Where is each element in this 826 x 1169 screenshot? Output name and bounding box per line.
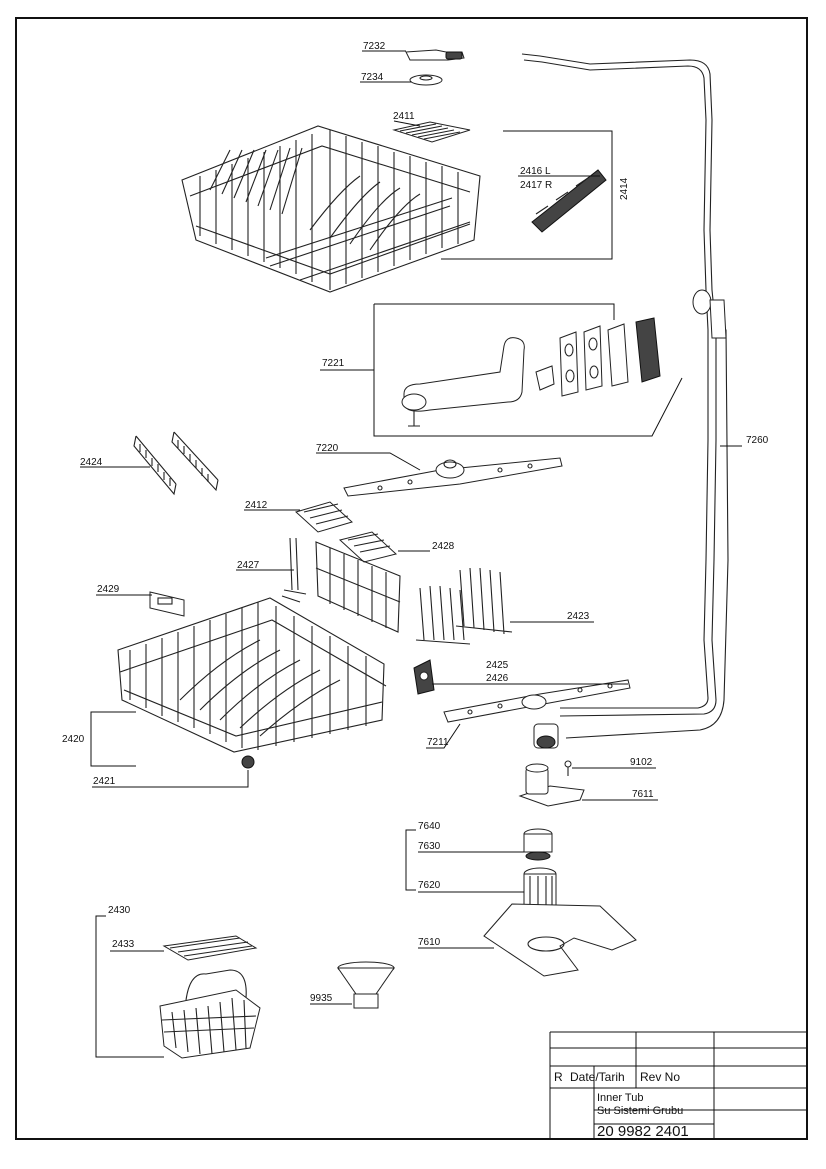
title-block-drawing-number: 20 9982 2401 (597, 1123, 689, 1140)
label-7221: 7221 (322, 358, 345, 369)
label-2433: 2433 (112, 939, 135, 950)
label-9102: 9102 (630, 757, 653, 768)
label-7220: 7220 (316, 443, 339, 454)
part-2411-drawing (392, 121, 471, 143)
part-labels: 7232 7234 2411 2416 L 2417 R 2414 7221 7… (62, 41, 769, 1004)
label-2420: 2420 (62, 734, 85, 745)
part-2421-leader (92, 770, 249, 788)
label-7640: 7640 (418, 821, 441, 832)
part-9102-drawing (564, 760, 572, 776)
label-2417: 2417 R (520, 180, 552, 191)
part-9935-drawing (337, 961, 395, 1009)
part-7232-drawing (405, 49, 465, 61)
part-7610-drawing (483, 903, 637, 977)
part-2425-2426-drawing (413, 659, 435, 695)
upper-basket-drawing (181, 125, 481, 293)
label-7611: 7611 (632, 789, 654, 800)
part-7640-bracket (405, 829, 416, 891)
label-7211: 7211 (427, 737, 449, 748)
part-2412-drawing (295, 501, 353, 533)
part-2430-drawing (159, 935, 261, 1059)
label-2416: 2416 L (520, 166, 551, 177)
part-illustrations (90, 49, 729, 1059)
label-2414: 2414 (619, 177, 630, 200)
part-2428-drawing (315, 541, 401, 633)
part-2414-bracket (441, 130, 613, 260)
drawing-border (15, 17, 808, 1140)
part-7211-drawing (443, 679, 631, 723)
title-block-date: Date/Tarih (570, 1070, 625, 1084)
label-7232: 7232 (363, 41, 386, 52)
leader-lines (80, 50, 742, 1005)
pipe-7260-drawing (521, 53, 729, 749)
part-7221-drawing (373, 303, 683, 437)
part-2423-drawing (415, 567, 513, 645)
label-2421: 2421 (93, 776, 116, 787)
title-block-rev-no: Rev No (640, 1070, 680, 1084)
title-block-title-2: Su Sistemi Grubu (597, 1105, 683, 1117)
label-7630: 7630 (418, 841, 441, 852)
label-2424: 2424 (80, 457, 103, 468)
label-2425: 2425 (486, 660, 509, 671)
part-7220-drawing (343, 457, 563, 497)
label-2423: 2423 (567, 611, 590, 622)
part-2416-2417-drawing (531, 169, 607, 233)
title-block-title-1: Inner Tub (597, 1092, 643, 1104)
label-2411: 2411 (393, 111, 415, 122)
label-7620: 7620 (418, 880, 441, 891)
label-9935: 9935 (310, 993, 333, 1004)
part-2430-bracket (95, 915, 164, 1058)
title-block: R Date/Tarih Rev No Inner Tub Su Sistemi… (549, 1031, 806, 1140)
part-2427-drawing (281, 537, 307, 603)
lower-basket-drawing (117, 597, 387, 769)
part-2429-drawing (149, 591, 185, 617)
label-2429: 2429 (97, 584, 120, 595)
label-7260: 7260 (746, 435, 769, 446)
label-7610: 7610 (418, 937, 441, 948)
part-7611-drawing (518, 763, 585, 807)
label-2412: 2412 (245, 500, 268, 511)
label-7234: 7234 (361, 72, 384, 83)
label-2430: 2430 (108, 905, 131, 916)
part-7630-drawing (523, 828, 553, 861)
part-2412b-drawing (338, 531, 398, 563)
label-2426: 2426 (486, 673, 509, 684)
part-2420-bracket (90, 711, 136, 767)
label-2428: 2428 (432, 541, 455, 552)
part-7234-drawing (409, 74, 443, 86)
part-2424-drawing (133, 431, 219, 496)
title-block-revision: R (554, 1070, 563, 1084)
label-2427: 2427 (237, 560, 260, 571)
